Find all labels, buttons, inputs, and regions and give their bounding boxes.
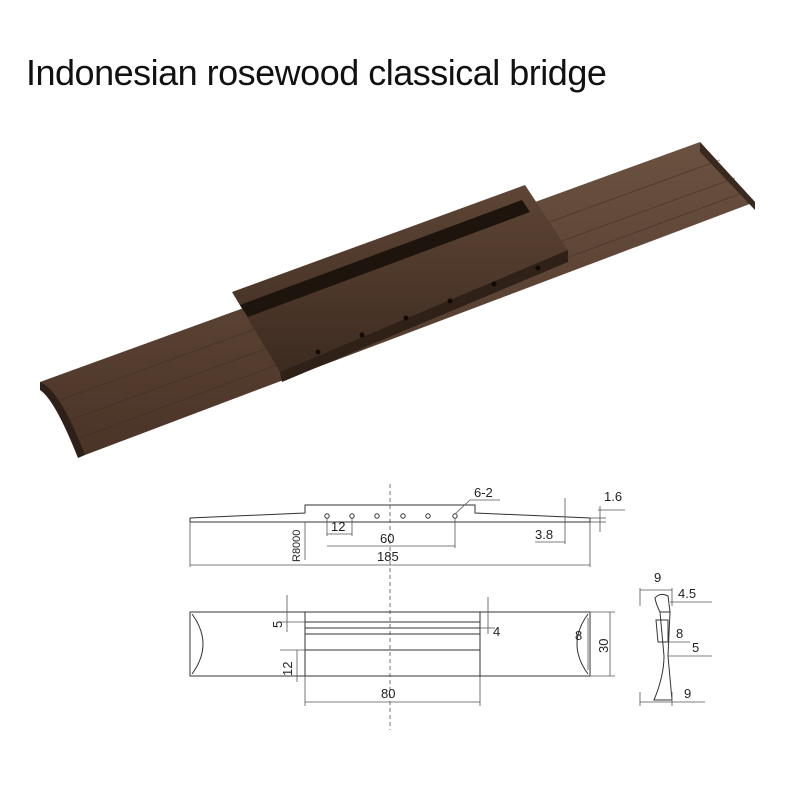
- tie-block-width-label: 12: [280, 662, 295, 676]
- bridge-photo: [40, 142, 755, 458]
- technical-drawing: 6-2 12 60 185 R8000 3.8 1.6: [189, 484, 712, 730]
- string-holes: [315, 265, 541, 355]
- profile-base-height-label: 5: [692, 640, 699, 655]
- wing-depth-label: 8: [575, 628, 582, 643]
- profile-bottom-width-label: 9: [684, 686, 691, 701]
- width-label: 30: [596, 639, 611, 653]
- span-label: 60: [380, 531, 394, 546]
- slot-width-label: 4: [493, 624, 500, 639]
- bridge-base-edge-right: [700, 142, 755, 210]
- bridge-base-end-left: [40, 382, 85, 458]
- hole-spacing-label: 12: [331, 519, 345, 534]
- edge-height-label: 3.8: [535, 527, 553, 542]
- length-label: 185: [377, 549, 399, 564]
- top-view: 5 4 12 80 8 30: [189, 595, 615, 706]
- profile-view: 9 4.5 8 5 9: [639, 570, 712, 706]
- side-view: 6-2 12 60 185 R8000 3.8 1.6: [189, 484, 625, 730]
- profile-block-height-label: 8: [676, 626, 683, 641]
- slot-offset-label: 5: [270, 621, 285, 628]
- radius-label: R8000: [291, 530, 303, 562]
- top-thickness-label: 1.6: [604, 489, 622, 504]
- side-view-holes: [324, 513, 458, 519]
- page-title: Indonesian rosewood classical bridge: [26, 52, 607, 93]
- tie-block-length-label: 80: [381, 686, 395, 701]
- holes-label: 6-2: [474, 485, 493, 500]
- profile-top-width-label: 9: [654, 570, 661, 585]
- tie-block: [232, 185, 568, 372]
- profile-slot-depth-label: 4.5: [678, 586, 696, 601]
- saddle-slot: [240, 200, 530, 317]
